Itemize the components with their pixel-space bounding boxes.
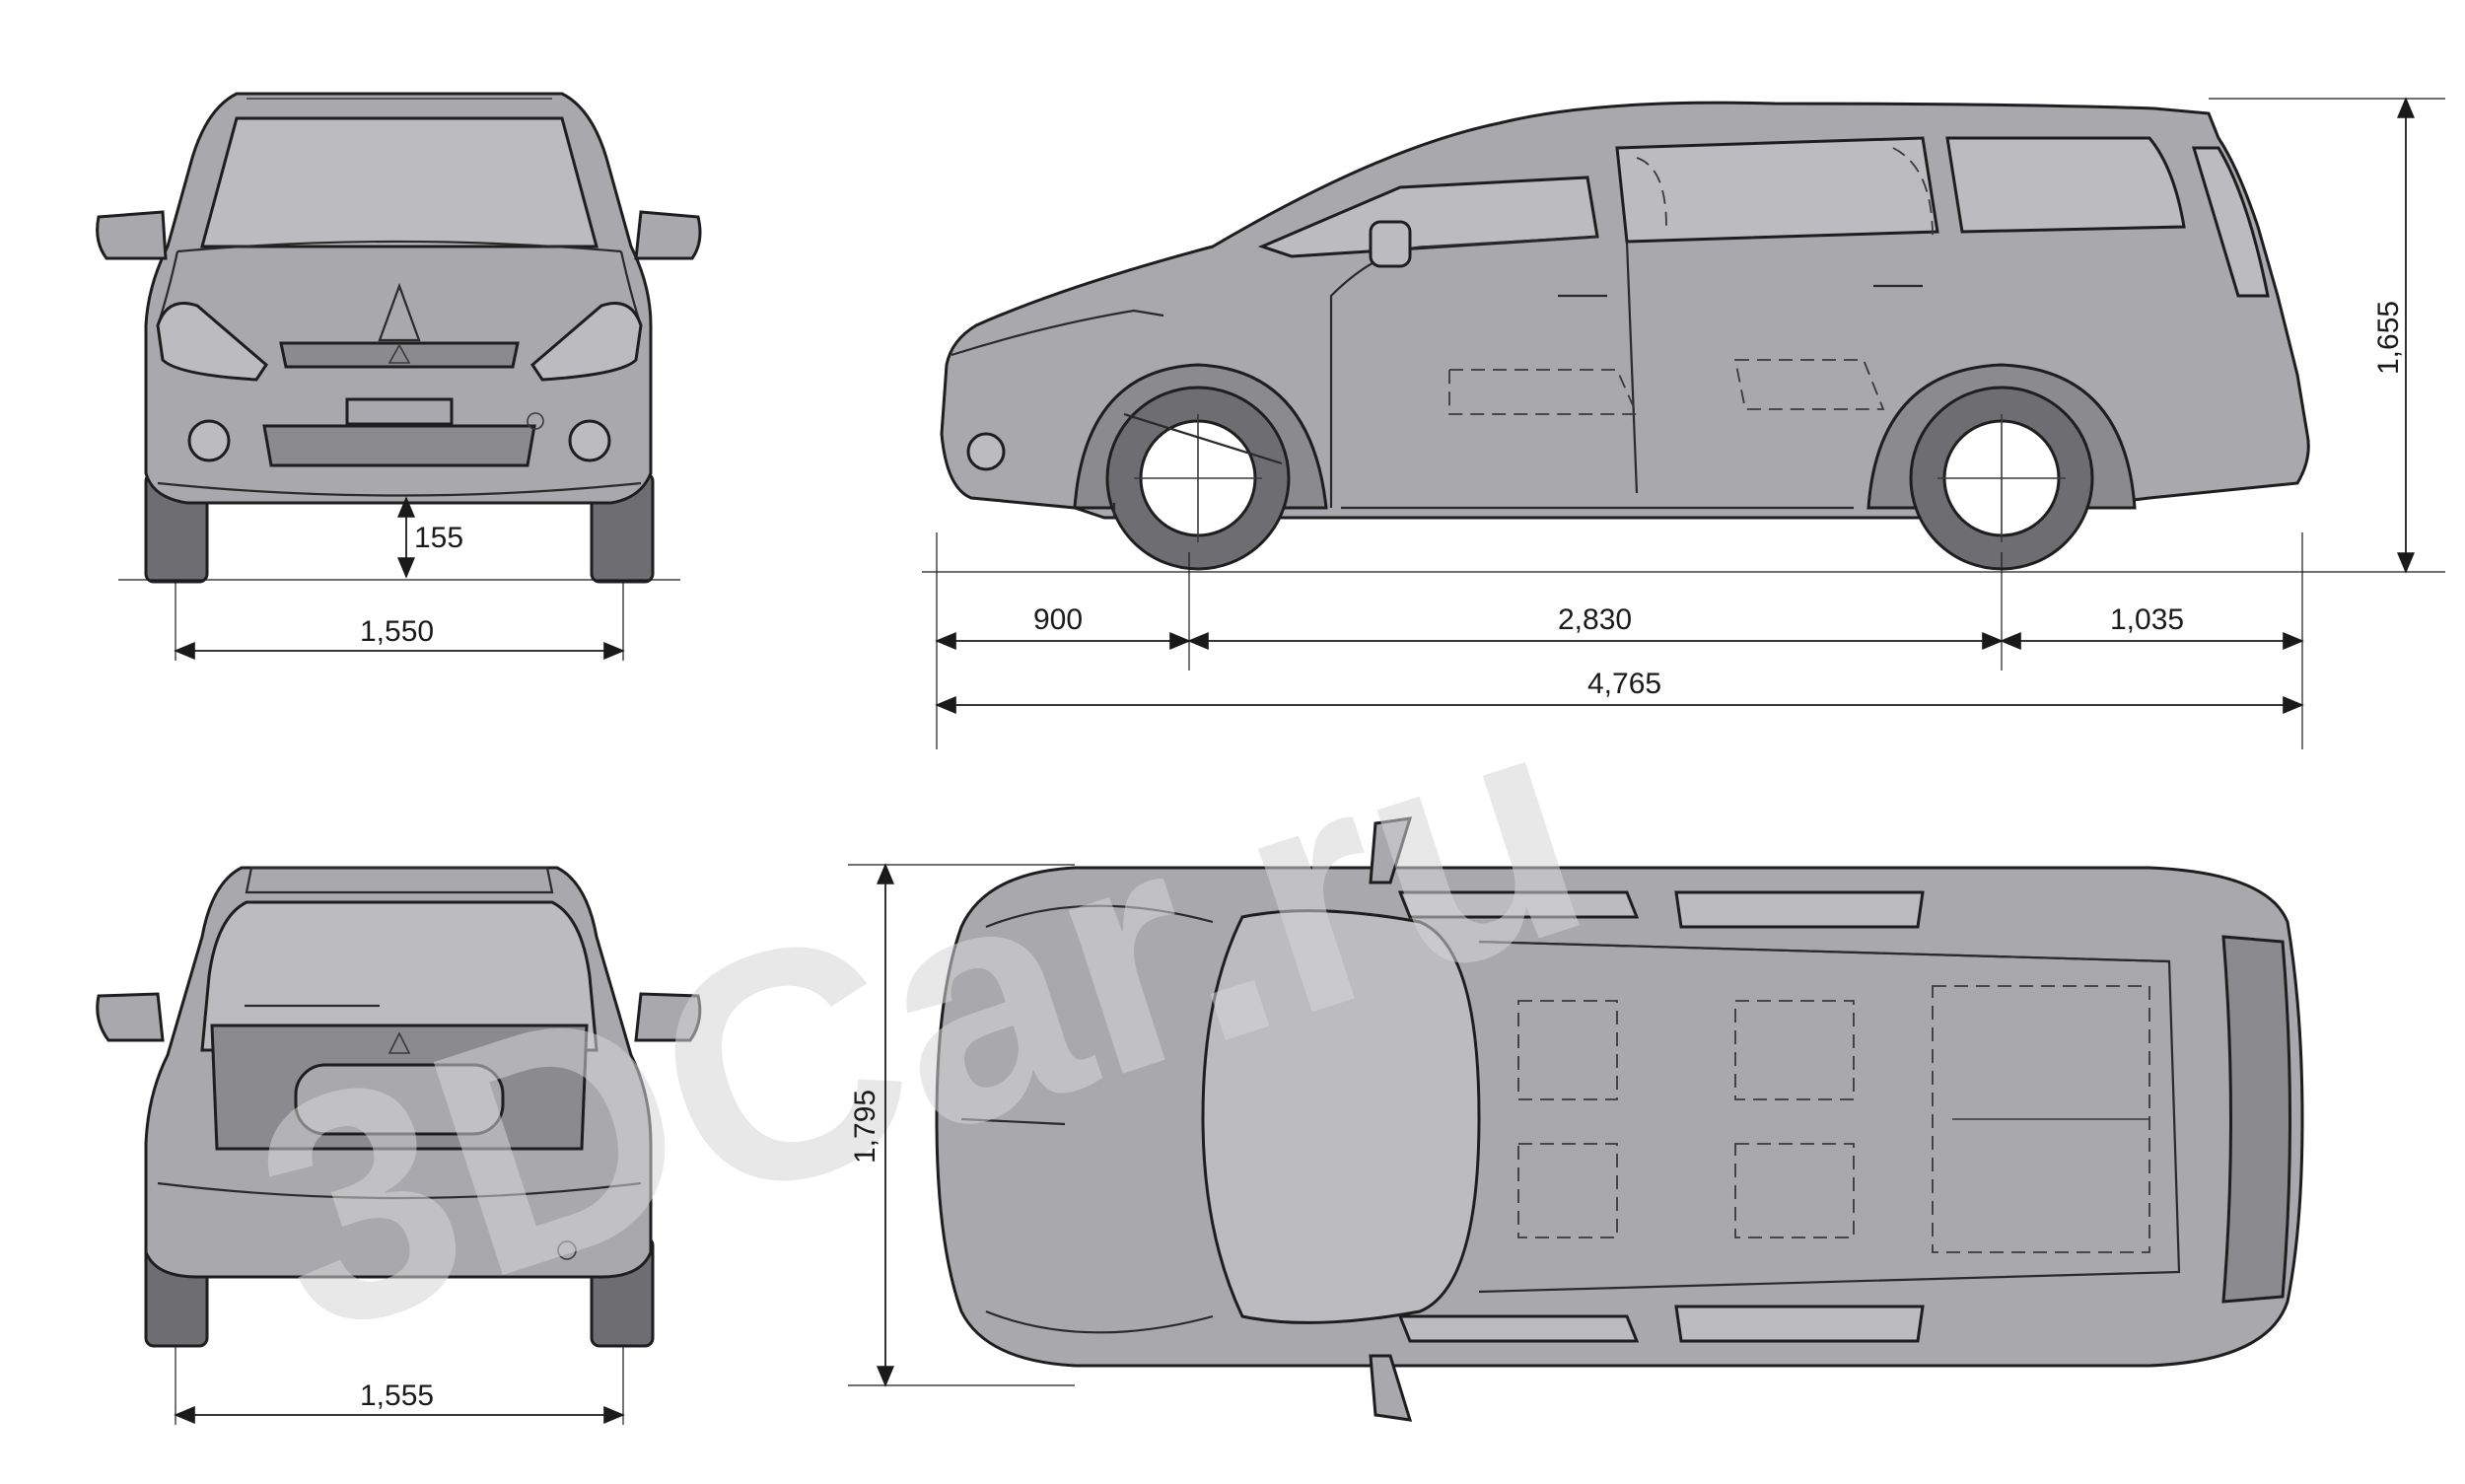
side-middle-window <box>1615 136 1939 244</box>
front-right-headlight <box>530 302 643 382</box>
front-view <box>96 92 702 584</box>
dim-rear-overhang: 1,035 <box>2000 603 2304 650</box>
top-glass-front-right <box>1397 1314 1640 1343</box>
overall-height-label: 1,655 <box>2372 301 2405 375</box>
rear-track-label: 1,555 <box>360 1379 434 1412</box>
top-left-mirror <box>1369 816 1413 884</box>
side-mirror <box>1369 220 1412 268</box>
front-windshield <box>200 116 599 248</box>
dim-overall-width: 1,795 <box>848 863 1075 1387</box>
top-view <box>935 816 2304 1422</box>
top-right-mirror <box>1369 1354 1413 1422</box>
front-right-foglight <box>568 419 611 462</box>
side-foglight <box>966 432 1006 471</box>
dim-wheelbase: 2,830 <box>1187 603 2004 650</box>
top-glass-front-left <box>1397 890 1640 919</box>
dim-front-track: 1,550 <box>174 582 625 661</box>
rear-right-mirror <box>634 992 702 1042</box>
front-left-foglight <box>187 419 231 462</box>
side-view <box>940 101 2310 571</box>
overall-length-label: 4,765 <box>1587 668 1661 700</box>
rear-overhang-label: 1,035 <box>2110 603 2184 636</box>
front-overhang-label: 900 <box>1033 603 1083 636</box>
top-windshield <box>1201 909 1481 1324</box>
rear-view <box>96 866 702 1348</box>
side-front-window <box>1257 176 1599 258</box>
ground-clearance-label: 155 <box>414 522 463 554</box>
overall-width-label: 1,795 <box>849 1090 881 1164</box>
dim-front-overhang: 900 <box>935 603 1191 650</box>
front-lower-intake <box>262 424 536 467</box>
top-glass-middle-right <box>1674 1305 1925 1343</box>
front-plate <box>345 397 454 426</box>
front-grille <box>279 341 520 369</box>
rear-window <box>200 900 599 1052</box>
rear-left-mirror <box>96 992 165 1042</box>
dim-ground-clearance: 155 <box>397 496 463 579</box>
top-rear-edge <box>2221 935 2291 1304</box>
side-rear-window <box>1945 136 2186 234</box>
front-left-mirror <box>96 210 168 260</box>
front-right-mirror <box>634 210 702 260</box>
dim-overall-height: 1,655 <box>2209 97 2445 574</box>
side-quarter-window <box>2191 146 2270 298</box>
wheelbase-label: 2,830 <box>1558 603 1632 636</box>
mitsubishi-logo-icon <box>387 343 411 364</box>
rear-plate-recess <box>294 1063 505 1136</box>
dim-rear-track: 1,555 <box>174 1346 625 1425</box>
top-glass-middle-left <box>1674 890 1925 929</box>
dim-overall-length: 4,765 <box>935 668 2304 714</box>
rear-logo-icon <box>387 1031 411 1054</box>
front-left-headlight <box>156 302 268 382</box>
front-track-label: 1,550 <box>360 615 434 648</box>
